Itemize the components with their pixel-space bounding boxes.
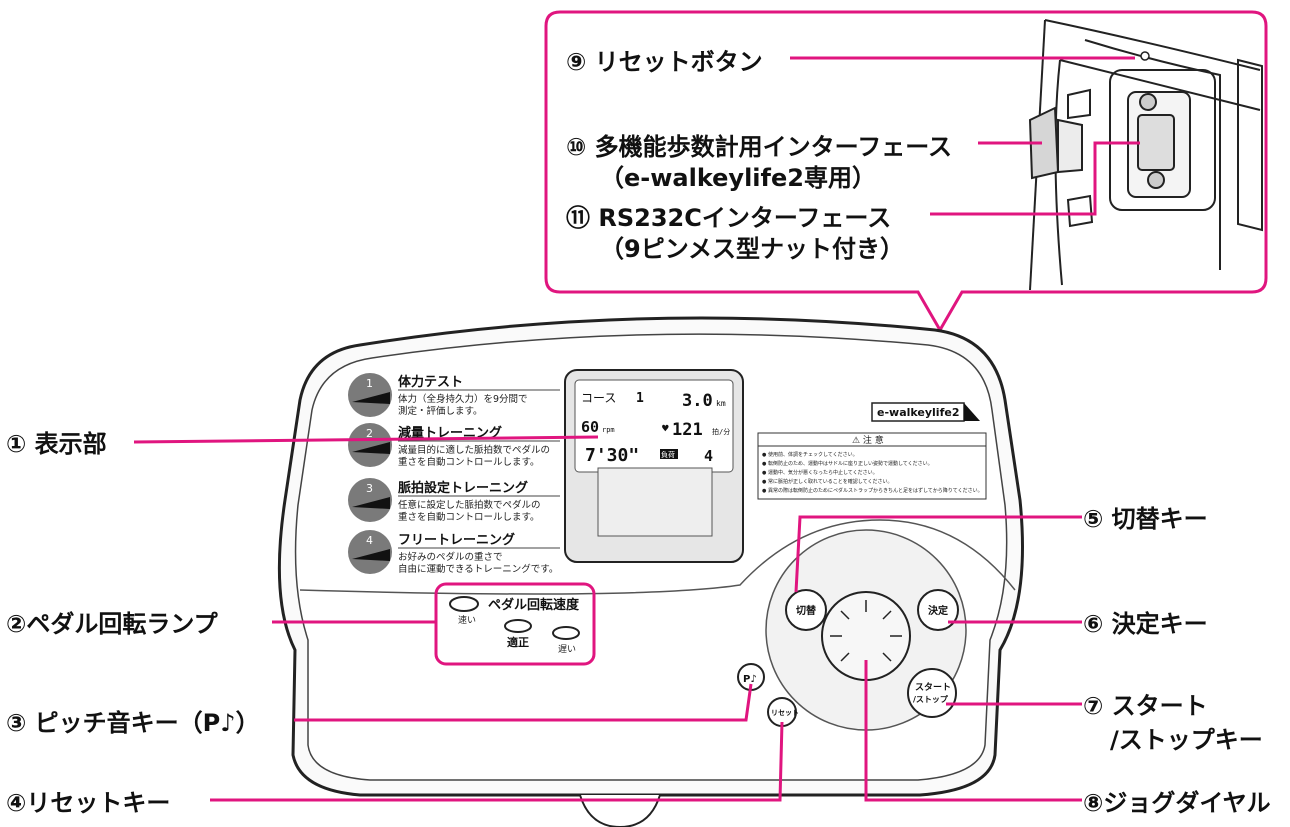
lamp-fast [449, 596, 479, 612]
mode-desc-2b: 重さを自動コントロールします。 [398, 456, 540, 468]
lcd-distance-unit: km [716, 399, 726, 408]
mode-desc-4a: お好みのペダルの重さで [398, 551, 503, 563]
lcd-lower-panel [597, 467, 713, 537]
reset-button-hole[interactable] [1140, 51, 1150, 61]
device-base-tab [579, 794, 661, 827]
callout-start-stop: ⑦ スタート [1083, 692, 1208, 720]
mode-num-2: 2 [366, 427, 373, 440]
mode-desc-1b: 測定・評価します。 [398, 405, 483, 417]
caution-panel [757, 432, 987, 500]
lcd-rpm-unit: rpm [602, 426, 615, 434]
lcd-load-label: 負荷 [661, 450, 675, 459]
mode-item-2: 2 減量トレーニング 減量目的に適した脈拍数でペダルの 重さを自動コントロールし… [348, 423, 560, 468]
switch-key[interactable] [785, 589, 827, 631]
mode-num-4: 4 [366, 534, 373, 547]
mode-desc-2a: 減量目的に適した脈拍数でペダルの [398, 444, 550, 456]
callout-reset-button: ⑨ リセットボタン [566, 48, 763, 76]
start-stop-key[interactable] [907, 668, 957, 718]
start-stop-key-label-1: スタート [915, 681, 951, 693]
caution-line-2: ● 転倒防止のため、運動中はサドルに座り正しい姿勢で運動してください。 [762, 460, 933, 467]
mode-item-1: 1 体力テスト 体力（全身持久力）を9分間で 測定・評価します。 [348, 373, 560, 417]
callout-interface-multi: ⑩ 多機能歩数計用インターフェース [566, 133, 952, 161]
mode-title-4: フリートレーニング [398, 532, 515, 548]
lcd-pulse: 121 [672, 420, 703, 440]
callout-reset-key: ④リセットキー [6, 789, 170, 817]
mode-desc-3b: 重さを自動コントロールします。 [398, 511, 540, 523]
lamp-ok-label: 適正 [507, 635, 529, 649]
mode-item-3: 3 脈拍設定トレーニング 任意に設定した脈拍数でペダルの 重さを自動コントロール… [348, 478, 560, 523]
caution-line-3: ● 運動中、気分が悪くなったら中止してください。 [762, 469, 878, 476]
switch-key-label: 切替 [796, 604, 817, 617]
callout-jog-dial: ⑧ジョグダイヤル [1083, 789, 1271, 817]
callout-start-stop-2: /ストップキー [1110, 726, 1263, 754]
enter-key[interactable] [917, 589, 959, 631]
pitch-key-label: P♪ [743, 674, 757, 685]
lcd-load-badge [660, 449, 678, 459]
mode-item-4: 4 フリートレーニング お好みのペダルの重さで 自由に運動できるトレーニングです… [348, 530, 560, 575]
lcd-rpm: 60 [581, 418, 599, 436]
leader-pitch-key [294, 683, 753, 722]
leader-display [133, 435, 599, 444]
mode-title-3: 脈拍設定トレーニング [398, 480, 528, 496]
lcd-load: 4 [704, 447, 713, 465]
start-stop-key-label-2: /ストップ [913, 694, 949, 704]
callout-interface-rs: ⑪ RS232Cインターフェース [566, 204, 891, 232]
lcd-pulse-unit: 拍/分 [712, 427, 730, 436]
pedal-speed-title: ペダル回転速度 [488, 597, 580, 613]
lamp-fast-label: 速い [458, 615, 476, 626]
mode-num-1: 1 [366, 377, 373, 390]
mode-num-3: 3 [366, 482, 373, 495]
lcd-course-label: コース [581, 391, 616, 405]
leader-jog-dial [864, 660, 1082, 802]
mode-title-1: 体力テスト [398, 374, 463, 390]
lcd-distance: 3.0 [682, 391, 713, 411]
leader-interface-rs [930, 141, 1140, 216]
caution-line-5: ● 異常の際は転倒防止のためにペダルストラップからきちんと足をはずしてから降りて… [762, 487, 983, 494]
lcd-time: 7'30" [585, 445, 639, 466]
caution-line-4: ● 常に脈拍が正しく取れていることを確認してください。 [762, 478, 893, 485]
leader-reset-key [210, 721, 784, 802]
callout-display: ① 表示部 [6, 430, 107, 458]
callout-pitch-key: ③ ピッチ音キー（P♪） [6, 709, 260, 737]
device-side-view [1028, 19, 1263, 291]
caution-line-1: ● 使用前、体調をチェックしてください。 [762, 451, 858, 458]
brand-arrow-icon [964, 403, 980, 421]
lamp-slow-label: 遅い [558, 644, 576, 655]
mode-desc-1a: 体力（全身持久力）を9分間で [398, 393, 528, 405]
lamp-slow [552, 626, 580, 640]
callout-interface-rs-note: （9ピンメス型ナット付き） [600, 235, 904, 263]
mode-desc-4b: 自由に運動できるトレーニングです。 [398, 563, 558, 575]
mode-desc-3a: 任意に設定した脈拍数でペダルの [398, 499, 541, 511]
callout-enter-key: ⑥ 決定キー [1083, 610, 1208, 638]
caution-title: ⚠ 注 意 [852, 434, 884, 446]
heart-icon: ♥ [662, 422, 669, 435]
leader-switch-key [794, 515, 1082, 593]
lcd-course-value: 1 [636, 391, 644, 406]
callout-switch-key: ⑤ 切替キー [1083, 505, 1208, 533]
device-lower-band [299, 519, 1016, 595]
callout-pedal-lamp: ②ペダル回転ランプ [6, 610, 219, 638]
brand-logo-text: e-walkeylife2 [877, 406, 959, 419]
pedal-lamp-highlight [434, 582, 596, 666]
callout-interface-multi-note: （e-walkeylife2専用） [600, 164, 876, 192]
enter-key-label: 決定 [928, 604, 948, 617]
reset-key-label: リセット [771, 709, 799, 717]
lamp-ok [504, 619, 532, 633]
